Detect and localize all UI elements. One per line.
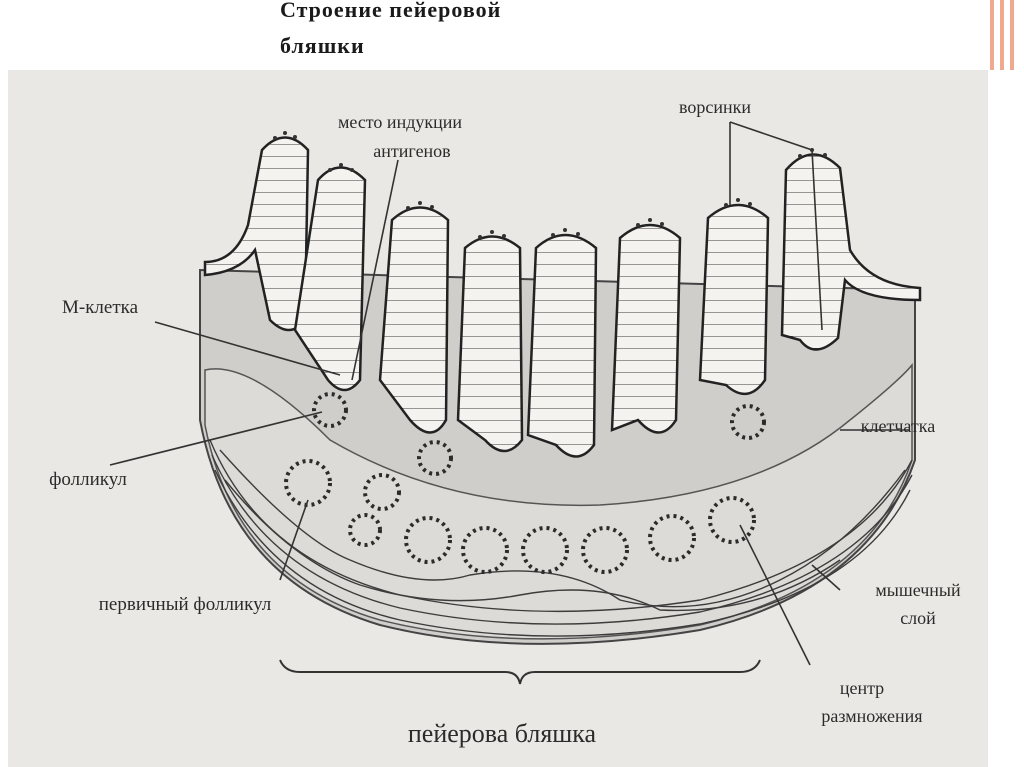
- brush-border: [273, 131, 827, 239]
- label-follicle: фолликул: [49, 469, 127, 490]
- title-line-1: Строение пейеровой: [280, 0, 502, 22]
- leader-lines: [109, 121, 910, 666]
- label-induction-site-1: место индукции: [338, 112, 462, 132]
- label-germinal-center-2: размножения: [821, 706, 922, 726]
- slide-title: Строение пейеровой бляшки: [280, 0, 501, 64]
- label-muscle-1: мышечный: [875, 580, 961, 600]
- label-villi: ворсинки: [679, 97, 751, 117]
- label-m-cell: М-клетка: [62, 297, 139, 318]
- label-muscle-2: слой: [900, 608, 936, 628]
- label-peyer-patch: пейерова бляшка: [408, 719, 597, 748]
- label-primary-follicle: первичный фолликул: [99, 594, 272, 615]
- decorative-bars: [988, 0, 1024, 70]
- follicles: [284, 392, 766, 574]
- title-line-2: бляшки: [280, 33, 365, 58]
- submucosa: [204, 362, 913, 640]
- label-germinal-center-1: центр: [840, 678, 884, 698]
- villi: [203, 136, 922, 458]
- label-fiber: клетчатка: [861, 416, 936, 436]
- label-induction-site-2: антигенов: [373, 141, 450, 161]
- muscle-layer: [209, 439, 913, 637]
- bracket: [279, 659, 761, 685]
